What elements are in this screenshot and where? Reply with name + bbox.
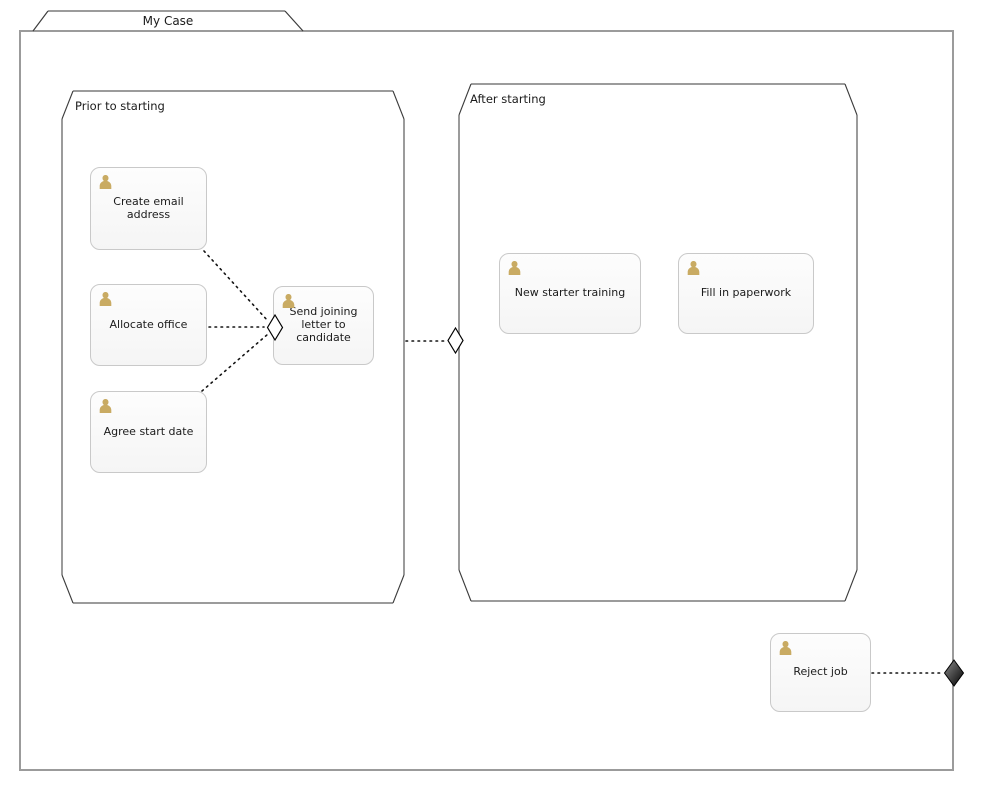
task-label: Agree start date	[103, 424, 194, 438]
task-label: Send joining letter to candidate	[289, 305, 358, 344]
person-icon	[98, 174, 113, 190]
person-icon	[98, 291, 113, 307]
person-icon	[507, 260, 522, 276]
task-send-joining-letter[interactable]: Send joining letter to candidate	[273, 286, 374, 365]
task-label: Reject job	[793, 665, 848, 679]
task-reject-job[interactable]: Reject job	[770, 633, 871, 712]
person-icon	[281, 293, 296, 309]
task-label: Fill in paperwork	[700, 286, 792, 300]
person-icon	[686, 260, 701, 276]
stage-label-prior-to-starting: Prior to starting	[75, 99, 165, 113]
task-create-email-address[interactable]: Create email address	[90, 167, 207, 250]
task-label: Create email address	[113, 194, 184, 221]
person-icon	[778, 640, 793, 656]
stage-label-after-starting: After starting	[470, 92, 546, 106]
connector-agree-start-to-send-joining	[201, 333, 269, 392]
task-agree-start-date[interactable]: Agree start date	[90, 391, 207, 473]
task-label: New starter training	[514, 286, 626, 300]
stage-after-starting-shape[interactable]	[458, 83, 858, 602]
case-title: My Case	[142, 14, 194, 28]
task-new-starter-training[interactable]: New starter training	[499, 253, 641, 334]
connector-create-email-to-send-joining	[203, 250, 269, 322]
case-plan-shape[interactable]	[19, 10, 954, 771]
stage-prior-to-starting-shape[interactable]	[61, 90, 405, 604]
task-label: Allocate office	[109, 317, 188, 331]
task-fill-in-paperwork[interactable]: Fill in paperwork	[678, 253, 814, 334]
person-icon	[98, 398, 113, 414]
task-allocate-office[interactable]: Allocate office	[90, 284, 207, 366]
